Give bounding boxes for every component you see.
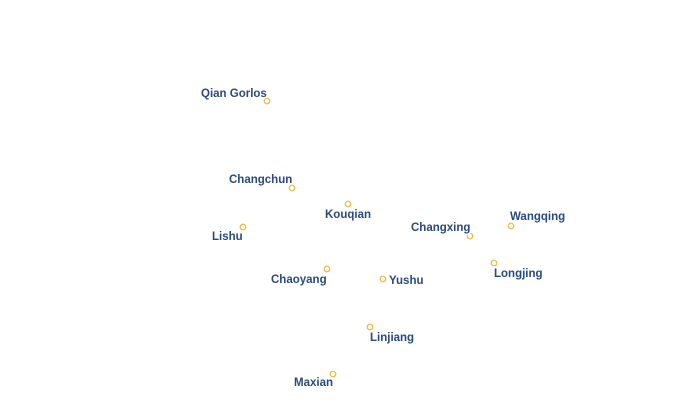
city-label: Maxian: [294, 377, 333, 389]
city-label: Changchun: [229, 174, 292, 186]
city-marker-changxing[interactable]: Changxing: [409, 220, 474, 240]
city-marker-yushu[interactable]: Yushu: [379, 273, 425, 289]
city-dot[interactable]: [490, 259, 498, 267]
city-dot[interactable]: [344, 200, 352, 208]
city-dot[interactable]: [379, 275, 387, 283]
city-dot[interactable]: [466, 232, 474, 240]
city-dot[interactable]: [329, 370, 337, 378]
city-dot[interactable]: [323, 265, 331, 273]
city-dot[interactable]: [366, 323, 374, 331]
city-marker-chaoyang[interactable]: Chaoyang: [269, 265, 331, 288]
city-marker-wangqing[interactable]: Wangqing: [507, 209, 567, 230]
city-marker-qian-gorlos[interactable]: Qian Gorlos: [199, 86, 271, 105]
city-marker-linjiang[interactable]: Linjiang: [366, 323, 416, 346]
city-dot[interactable]: [507, 222, 515, 230]
city-label: Lishu: [212, 231, 243, 243]
city-label: Chaoyang: [271, 274, 327, 286]
city-label: Yushu: [389, 275, 424, 287]
city-label: Changxing: [411, 222, 470, 234]
city-dot[interactable]: [288, 184, 296, 192]
city-marker-changchun[interactable]: Changchun: [227, 172, 296, 192]
city-marker-maxian[interactable]: Maxian: [292, 370, 337, 391]
city-dot[interactable]: [239, 223, 247, 231]
city-label: Linjiang: [370, 332, 414, 344]
city-dot[interactable]: [263, 97, 271, 105]
city-label: Kouqian: [325, 209, 371, 221]
city-marker-kouqian[interactable]: Kouqian: [323, 200, 373, 223]
city-label: Longjing: [494, 268, 543, 280]
city-marker-longjing[interactable]: Longjing: [490, 259, 544, 282]
city-label: Qian Gorlos: [201, 88, 267, 100]
city-marker-lishu[interactable]: Lishu: [210, 223, 247, 245]
city-label: Wangqing: [510, 211, 565, 223]
